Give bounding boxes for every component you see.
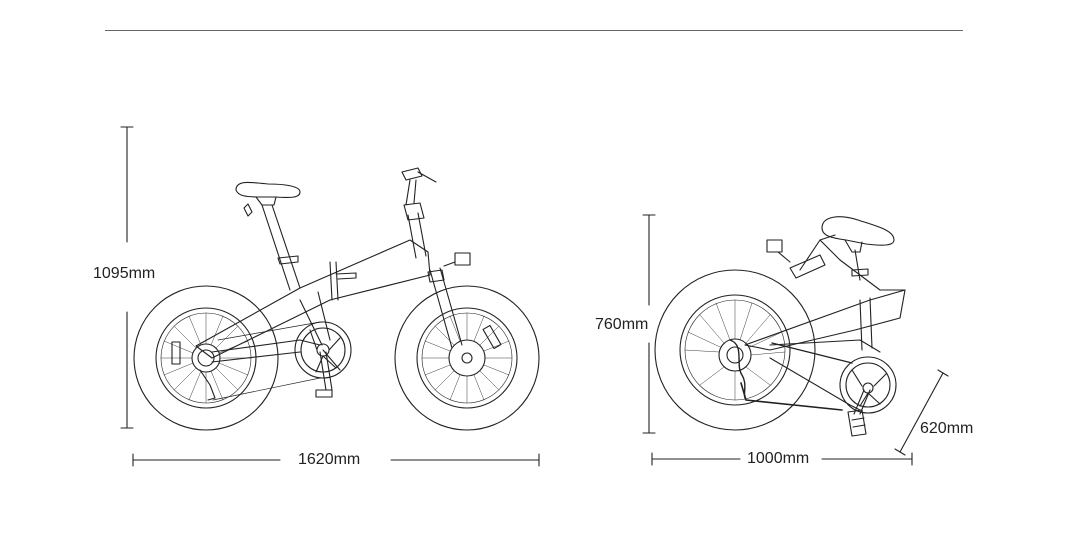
length-dimension-line-1620: [132, 453, 540, 467]
saddle: [235, 181, 301, 217]
front-wheel: [394, 285, 540, 431]
top-divider-line: [105, 30, 963, 31]
bike-frame: [195, 167, 471, 401]
unfolded-bike-drawing: [120, 126, 540, 467]
folded-bike-drawing: [642, 214, 949, 466]
width-dimension-line-620: [894, 369, 949, 456]
height-dimension-line-760: [642, 214, 656, 434]
folded-wheels: [654, 269, 816, 431]
folded-length-label: 1000mm: [747, 450, 810, 467]
rear-wheel: [133, 285, 279, 431]
height-dimension-line-1095: [120, 126, 134, 429]
folded-width-label: 620mm: [920, 420, 974, 437]
length-dimension-line-1000: [651, 452, 913, 466]
unfolded-height-label: 1095mm: [93, 265, 156, 282]
unfolded-length-label: 1620mm: [298, 451, 361, 468]
folded-height-label: 760mm: [595, 316, 649, 333]
folded-frame: [729, 216, 906, 437]
